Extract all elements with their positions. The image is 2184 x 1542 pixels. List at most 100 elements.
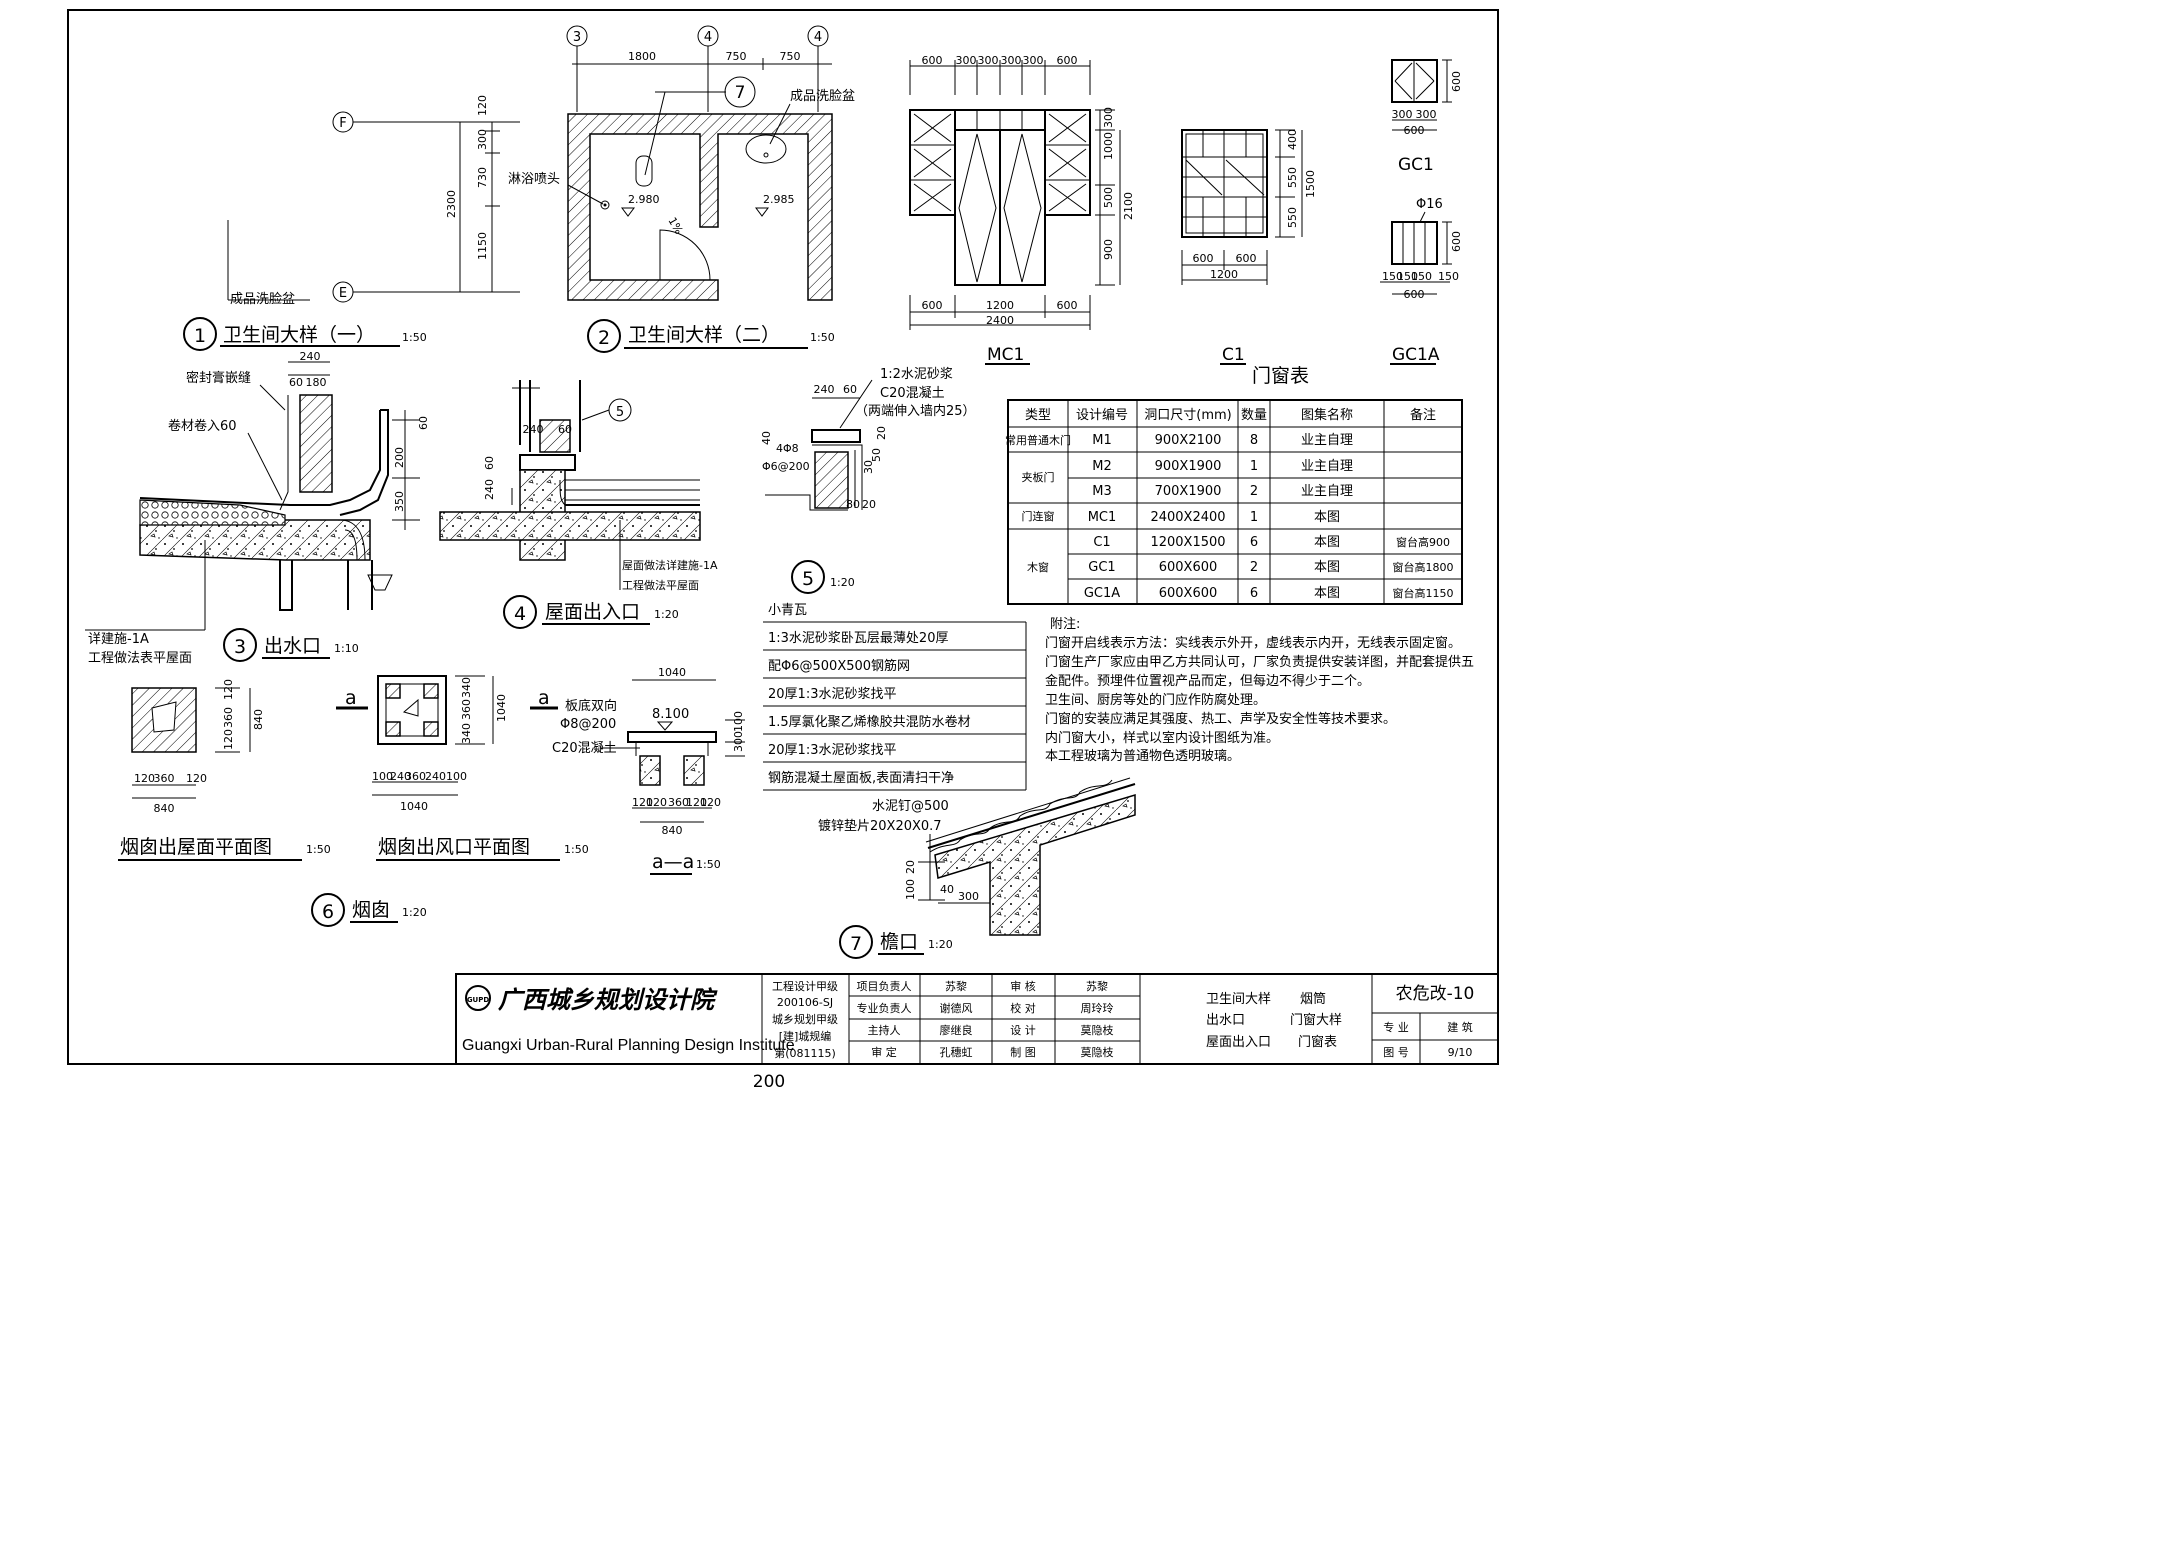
svg-text:屋面出入口: 屋面出入口 bbox=[545, 601, 640, 623]
svg-text:300: 300 bbox=[1001, 54, 1022, 67]
svg-text:360: 360 bbox=[405, 770, 426, 783]
svg-text:300: 300 bbox=[978, 54, 999, 67]
svg-text:本图: 本图 bbox=[1314, 510, 1340, 525]
svg-text:120: 120 bbox=[222, 729, 235, 750]
svg-text:120: 120 bbox=[686, 796, 707, 809]
svg-text:120: 120 bbox=[632, 796, 653, 809]
svg-text:图 号: 图 号 bbox=[1383, 1046, 1409, 1059]
axis-f: F bbox=[339, 116, 346, 131]
detail-3-outlet: 密封膏嵌缝 卷材卷入60 240 60 180 60 200 350 详建施-1… bbox=[85, 350, 430, 666]
svg-text:项目负责人: 项目负责人 bbox=[857, 979, 912, 993]
svg-text:150: 150 bbox=[1438, 270, 1459, 283]
svg-text:门窗开启线表示方法：实线表示外开，虚线表示内开，无线表示固定: 门窗开启线表示方法：实线表示外开，虚线表示内开，无线表示固定窗。 bbox=[1045, 635, 1461, 651]
svg-text:1:2水泥砂浆: 1:2水泥砂浆 bbox=[880, 367, 953, 382]
dim-1800: 1800 bbox=[628, 50, 656, 63]
svg-text:240: 240 bbox=[425, 770, 446, 783]
svg-text:莫隐枝: 莫隐枝 bbox=[1081, 1023, 1114, 1037]
svg-text:300: 300 bbox=[1416, 108, 1437, 121]
svg-text:80: 80 bbox=[846, 498, 860, 511]
svg-text:1200X1500: 1200X1500 bbox=[1150, 535, 1225, 550]
svg-text:主持人: 主持人 bbox=[868, 1023, 901, 1037]
svg-text:配Φ6@500X500钢筋网: 配Φ6@500X500钢筋网 bbox=[768, 658, 910, 674]
svg-text:C20混凝土: C20混凝土 bbox=[880, 385, 945, 401]
svg-text:设计编号: 设计编号 bbox=[1076, 408, 1128, 423]
svg-text:600: 600 bbox=[1450, 71, 1463, 92]
svg-text:400: 400 bbox=[1286, 129, 1299, 150]
svg-text:门窗表: 门窗表 bbox=[1298, 1034, 1337, 1050]
svg-text:2: 2 bbox=[1250, 560, 1258, 575]
svg-text:700X1900: 700X1900 bbox=[1155, 484, 1222, 499]
svg-text:50: 50 bbox=[870, 448, 883, 462]
detail-number-4 bbox=[503, 595, 537, 629]
svg-text:烟囱出屋面平面图: 烟囱出屋面平面图 bbox=[120, 836, 272, 858]
detail-number-5 bbox=[791, 560, 825, 594]
svg-text:120: 120 bbox=[134, 772, 155, 785]
svg-text:20: 20 bbox=[904, 860, 917, 874]
elev-2980: 2.980 bbox=[628, 193, 660, 206]
svg-text:专业负责人: 专业负责人 bbox=[857, 1001, 912, 1015]
svg-text:900X1900: 900X1900 bbox=[1155, 459, 1222, 474]
svg-text:300: 300 bbox=[1392, 108, 1413, 121]
dim-730: 730 bbox=[476, 167, 489, 188]
svg-text:门窗生产厂家应由甲乙方共同认可，厂家负责提供安装详图，并配套: 门窗生产厂家应由甲乙方共同认可，厂家负责提供安装详图，并配套提供五 bbox=[1045, 654, 1474, 670]
svg-text:2400X2400: 2400X2400 bbox=[1150, 510, 1225, 525]
dim-750a: 750 bbox=[726, 50, 747, 63]
axis-4b: 4 bbox=[814, 30, 822, 45]
project-code: 农危改-10 bbox=[1396, 984, 1475, 1004]
svg-text:工程做法表平屋面: 工程做法表平屋面 bbox=[88, 651, 192, 666]
svg-text:840: 840 bbox=[252, 709, 265, 730]
svg-text:7: 7 bbox=[735, 83, 746, 103]
svg-text:600X600: 600X600 bbox=[1159, 560, 1218, 575]
svg-text:专 业: 专 业 bbox=[1383, 1020, 1409, 1034]
svg-text:审 定: 审 定 bbox=[871, 1045, 897, 1059]
svg-text:240: 240 bbox=[483, 479, 496, 500]
svg-text:1:20: 1:20 bbox=[402, 906, 427, 919]
svg-text:建 筑: 建 筑 bbox=[1447, 1020, 1473, 1034]
svg-text:40: 40 bbox=[760, 431, 773, 445]
svg-text:240: 240 bbox=[390, 770, 411, 783]
svg-text:100: 100 bbox=[732, 711, 745, 732]
svg-text:[建]城规编: [建]城规编 bbox=[779, 1029, 832, 1043]
svg-text:本图: 本图 bbox=[1314, 560, 1340, 575]
svg-text:卷材卷入60: 卷材卷入60 bbox=[168, 418, 237, 434]
page-number: 200 bbox=[753, 1072, 785, 1092]
svg-text:600: 600 bbox=[1057, 54, 1078, 67]
svg-text:莫隐枝: 莫隐枝 bbox=[1081, 1045, 1114, 1059]
svg-text:2400: 2400 bbox=[986, 314, 1014, 327]
svg-text:M3: M3 bbox=[1092, 484, 1112, 499]
svg-text:本图: 本图 bbox=[1314, 586, 1340, 601]
institute-name-en: Guangxi Urban-Rural Planning Design Inst… bbox=[462, 1037, 795, 1054]
svg-text:840: 840 bbox=[662, 824, 683, 837]
svg-text:1.5厚氯化聚乙烯橡胶共混防水卷材: 1.5厚氯化聚乙烯橡胶共混防水卷材 bbox=[768, 714, 971, 730]
detail-number-1 bbox=[183, 317, 217, 351]
notes: 附注: 门窗开启线表示方法：实线表示外开，虚线表示内开，无线表示固定窗。 门窗生… bbox=[1045, 617, 1474, 764]
svg-text:20: 20 bbox=[862, 498, 876, 511]
svg-text:240: 240 bbox=[523, 423, 544, 436]
svg-text:苏黎: 苏黎 bbox=[1086, 979, 1108, 993]
svg-text:200: 200 bbox=[393, 447, 406, 468]
label-mc1: MC1 bbox=[987, 345, 1024, 365]
label-basin-1: 成品洗脸盆 bbox=[230, 292, 295, 307]
svg-text:100: 100 bbox=[372, 770, 393, 783]
svg-text:1:20: 1:20 bbox=[928, 938, 953, 951]
svg-text:板底双向: 板底双向 bbox=[565, 698, 617, 714]
svg-text:夹板门: 夹板门 bbox=[1022, 470, 1055, 484]
svg-text:小青瓦: 小青瓦 bbox=[768, 603, 807, 618]
label-c1: C1 bbox=[1222, 345, 1245, 365]
svg-text:第(081115): 第(081115) bbox=[774, 1046, 836, 1060]
detail-number-6 bbox=[311, 893, 345, 927]
svg-text:360: 360 bbox=[668, 796, 689, 809]
svg-text:设 计: 设 计 bbox=[1010, 1024, 1036, 1037]
svg-text:1200: 1200 bbox=[986, 299, 1014, 312]
svg-text:600: 600 bbox=[1193, 252, 1214, 265]
svg-text:120: 120 bbox=[700, 796, 721, 809]
svg-text:屋面出入口: 屋面出入口 bbox=[1206, 1035, 1271, 1050]
dim-2300: 2300 bbox=[445, 190, 458, 218]
svg-text:5: 5 bbox=[802, 568, 814, 590]
bathroom-plan-2: 3 4 4 1800 750 750 7 淋浴喷头 成品洗脸盆 2.980 2.… bbox=[508, 25, 855, 353]
svg-text:屋面做法详建施-1A: 屋面做法详建施-1A bbox=[622, 558, 718, 572]
svg-text:340: 340 bbox=[460, 723, 473, 744]
svg-text:600: 600 bbox=[1057, 299, 1078, 312]
svg-text:镀锌垫片20X20X0.7: 镀锌垫片20X20X0.7 bbox=[818, 818, 942, 834]
institute-logo bbox=[465, 985, 491, 1011]
